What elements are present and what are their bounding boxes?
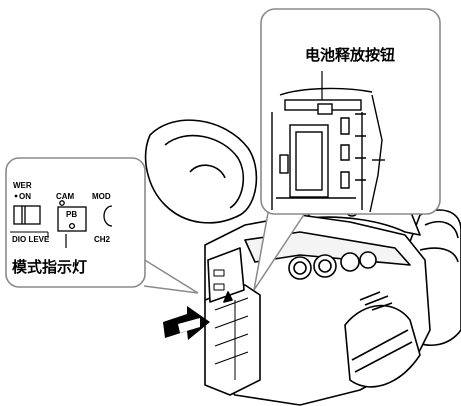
audio-level-label: DIO LEVE (12, 235, 50, 244)
mode-indicator-callout: WER ON CAM MOD PB DIO LEVE CH2 模式指示灯 (5, 157, 199, 294)
callout-pointer (134, 253, 199, 294)
pb-label: PB (66, 210, 77, 219)
battery-closeup (271, 87, 385, 213)
xlr-connectors (288, 251, 377, 280)
release-button-detail (317, 103, 333, 115)
ch2-label: CH2 (94, 235, 111, 244)
battery-release-label: 电池释放按钮 (305, 46, 395, 64)
remove-arrow (163, 306, 210, 340)
battery-release-callout: 电池释放按钮 (253, 8, 441, 291)
hand-strap (344, 304, 421, 388)
power-label: WER (13, 181, 32, 190)
mode-panel-closeup: WER ON CAM MOD PB DIO LEVE CH2 (10, 181, 113, 248)
callout-pointer (253, 212, 306, 291)
pb-lamp (68, 222, 76, 230)
mode-indicator-label: 模式指示灯 (12, 258, 87, 276)
mode-dial-edge (103, 205, 113, 227)
mode-label: MOD (92, 192, 111, 201)
callout-box (260, 8, 441, 215)
cam-label: CAM (56, 192, 75, 201)
viewfinder-eyecup (144, 119, 258, 224)
cam-lamp (59, 200, 65, 206)
on-label: ON (19, 192, 31, 201)
power-switch (13, 205, 41, 225)
